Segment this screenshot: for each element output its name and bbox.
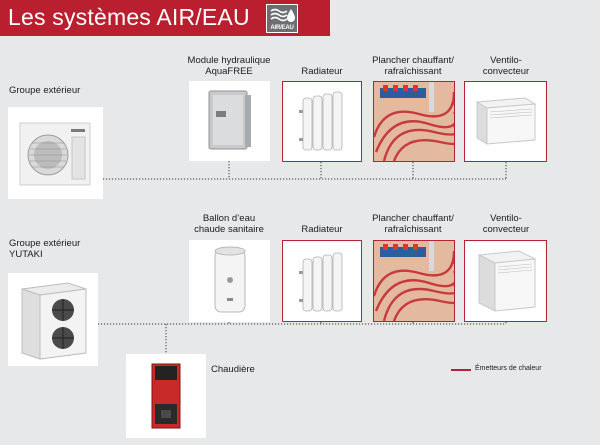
fan-coil-image <box>464 81 547 162</box>
header-banner: Les systèmes AIR/EAU AIR/EAU <box>0 0 330 36</box>
water-tank-image <box>189 240 270 322</box>
fan-coil-label: Ventilo-convecteur <box>482 55 530 77</box>
air-water-logo: AIR/EAU <box>266 4 298 33</box>
air-water-icon <box>270 8 295 22</box>
underfloor-heating-label: Plancher chauffant/rafraîchissant <box>372 55 454 77</box>
boiler-image <box>126 354 206 438</box>
legend-swatch <box>451 369 471 371</box>
underfloor-heating-image <box>372 81 464 162</box>
page-title: Les systèmes AIR/EAU <box>8 4 250 30</box>
fan-coil-label-2: Ventilo-convecteur <box>482 213 530 235</box>
radiator-label: Radiateur <box>301 66 343 77</box>
radiator-image <box>282 81 362 162</box>
fan-coil-image-2 <box>464 240 547 322</box>
hydraulic-module-image <box>189 81 270 161</box>
boiler-label: Chaudière <box>211 364 255 375</box>
logo-text: AIR/EAU <box>270 25 294 31</box>
outdoor-unit-label: Groupe extérieur <box>9 85 81 96</box>
underfloor-heating-image-2 <box>372 240 464 322</box>
legend-label: Émetteurs de chaleur <box>475 365 542 372</box>
underfloor-heating-label-2: Plancher chauffant/rafraîchissant <box>372 213 454 235</box>
outdoor-unit-image <box>8 107 103 199</box>
yutaki-outdoor-unit-image <box>8 273 98 366</box>
radiator-label-2: Radiateur <box>301 224 343 235</box>
radiator-image-2 <box>282 240 362 322</box>
